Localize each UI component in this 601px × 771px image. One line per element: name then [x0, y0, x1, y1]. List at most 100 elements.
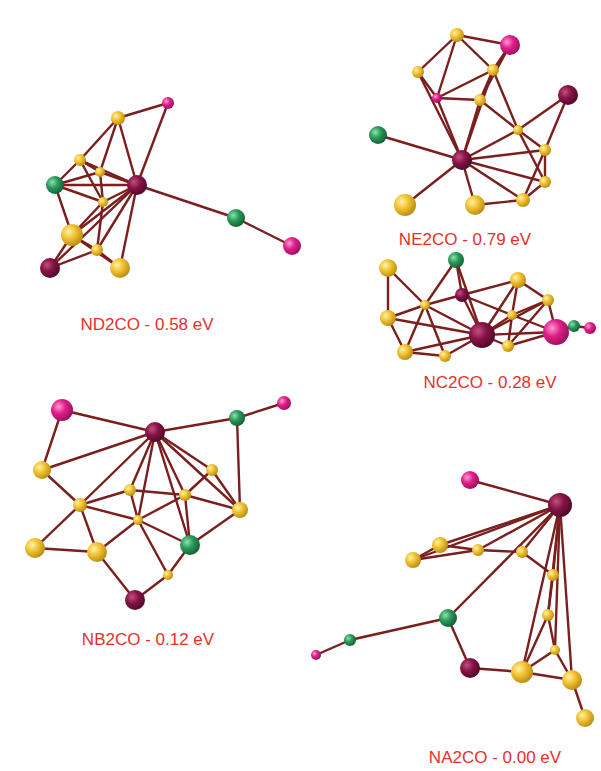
bond — [137, 103, 168, 185]
atom — [516, 546, 528, 558]
atom — [110, 258, 130, 278]
atom — [543, 319, 569, 345]
energy-label: ND2CO - 0.58 eV — [80, 315, 213, 335]
atom — [487, 64, 499, 76]
atom — [369, 126, 387, 144]
bond — [138, 495, 185, 520]
atom — [133, 515, 143, 525]
atom — [98, 197, 108, 207]
atom — [461, 471, 479, 489]
bond — [518, 130, 545, 182]
bond — [350, 618, 448, 640]
atom — [450, 28, 464, 42]
atom — [513, 125, 523, 135]
bond — [448, 505, 560, 618]
bond — [155, 432, 212, 470]
atom — [379, 259, 397, 277]
bond — [155, 432, 190, 545]
atom — [472, 544, 484, 556]
bond — [548, 575, 553, 615]
atom — [125, 590, 145, 610]
atom — [46, 176, 64, 194]
bond — [560, 505, 572, 680]
atom — [539, 176, 551, 188]
bond — [462, 160, 523, 200]
bond — [100, 118, 118, 172]
atom — [206, 464, 218, 476]
atom — [568, 320, 580, 332]
atom — [380, 310, 396, 326]
atom — [283, 237, 301, 255]
bond — [97, 202, 103, 250]
atom — [460, 658, 480, 678]
bond — [138, 520, 168, 575]
atom — [162, 97, 174, 109]
bond — [413, 550, 478, 560]
atom — [469, 322, 495, 348]
bond — [236, 218, 292, 246]
bond — [425, 305, 445, 356]
bond — [130, 490, 185, 495]
bond — [118, 118, 137, 185]
energy-label: NE2CO - 0.79 eV — [399, 230, 531, 250]
energy-label: NC2CO - 0.28 eV — [423, 373, 556, 393]
atom — [311, 650, 321, 660]
atom — [516, 193, 530, 207]
bond — [50, 185, 137, 268]
energy-label: NB2CO - 0.12 eV — [82, 630, 214, 650]
atom — [439, 350, 451, 362]
atom — [163, 570, 173, 580]
bond — [437, 98, 462, 160]
atom — [277, 396, 291, 410]
atom — [179, 489, 191, 501]
atom — [511, 661, 533, 683]
atom — [40, 258, 60, 278]
bond — [378, 135, 462, 160]
atom — [91, 244, 103, 256]
atom — [576, 709, 594, 727]
bond — [418, 72, 462, 160]
atom — [550, 645, 560, 655]
atom — [474, 94, 486, 106]
atom — [73, 498, 87, 512]
atom — [145, 422, 165, 442]
atom — [394, 194, 416, 216]
bond — [120, 185, 137, 268]
atom — [562, 670, 582, 690]
atom — [500, 35, 520, 55]
bond — [522, 505, 560, 672]
atom — [548, 493, 572, 517]
atom — [584, 322, 596, 334]
atom — [539, 144, 551, 156]
bond — [388, 318, 482, 335]
atom — [74, 154, 86, 166]
energy-label: NA2CO - 0.00 eV — [429, 748, 561, 768]
atom — [111, 111, 125, 125]
bond — [118, 103, 168, 118]
bond — [42, 432, 155, 470]
bond — [62, 410, 155, 432]
atom — [547, 569, 559, 581]
bond — [137, 185, 236, 218]
atom — [180, 535, 200, 555]
atom — [397, 344, 413, 360]
atom — [124, 484, 136, 496]
atom — [33, 461, 51, 479]
atom — [465, 195, 485, 215]
atom — [232, 502, 248, 518]
bond — [138, 432, 155, 520]
bond — [155, 418, 237, 432]
atom — [542, 609, 554, 621]
bond — [55, 184, 137, 186]
atom — [227, 209, 245, 227]
atom — [558, 85, 578, 105]
atom — [420, 300, 430, 310]
atom — [439, 609, 457, 627]
atom — [405, 552, 421, 568]
atom — [25, 538, 45, 558]
atom — [412, 66, 424, 78]
bond — [437, 98, 480, 100]
atom — [502, 340, 514, 352]
atom — [452, 150, 472, 170]
bond — [457, 35, 493, 70]
